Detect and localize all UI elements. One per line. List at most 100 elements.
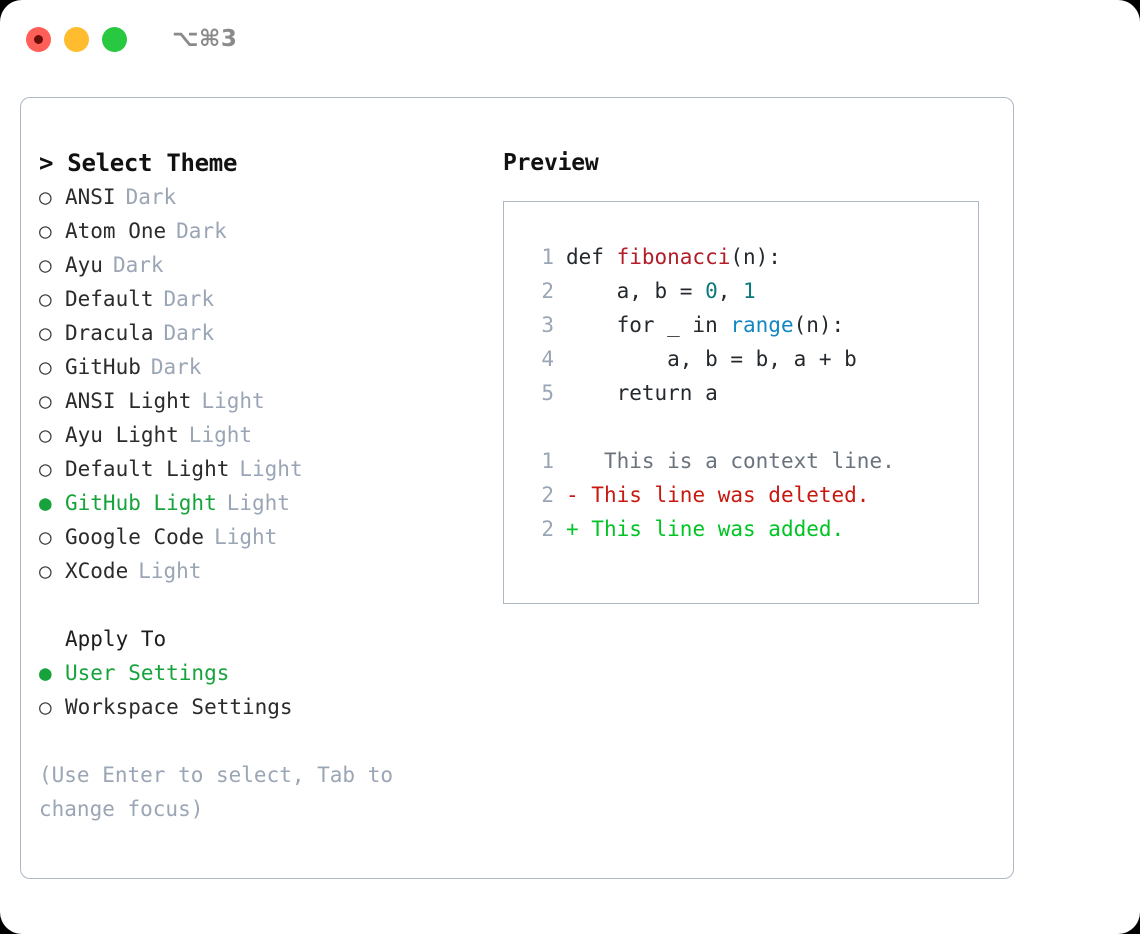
line-number: 2 xyxy=(541,279,554,303)
code-token: a, b = xyxy=(566,279,706,303)
item-variant-tag: Dark xyxy=(163,321,215,345)
line-number: 5 xyxy=(541,381,554,405)
item-label: GitHub Light xyxy=(65,491,217,515)
apply-to-option[interactable]: ● User Settings xyxy=(39,656,483,690)
theme-list-item[interactable]: ○ Default Light Light xyxy=(39,452,483,486)
radio-unselected-icon[interactable]: ○ xyxy=(39,695,52,719)
apply-to-option[interactable]: ○ Workspace Settings xyxy=(39,690,483,724)
item-variant-tag: Light xyxy=(188,423,253,447)
code-token: 0 xyxy=(705,279,718,303)
diff-text: This line was deleted. xyxy=(578,483,870,507)
code-text: a, b = 0, 1 xyxy=(566,274,756,308)
window-controls xyxy=(26,26,127,52)
item-label: Google Code xyxy=(65,525,205,549)
section-spacer xyxy=(39,588,483,622)
maximize-button[interactable] xyxy=(102,26,127,52)
title-bar: ⌥⌘3 xyxy=(0,0,1140,78)
code-token: 1 xyxy=(743,279,756,303)
minimize-button[interactable] xyxy=(64,26,89,52)
code-token: (n): xyxy=(730,245,781,269)
theme-list-item[interactable]: ○ Dracula Dark xyxy=(39,316,483,350)
item-variant-tag: Dark xyxy=(125,185,177,209)
radio-selected-icon[interactable]: ● xyxy=(39,661,52,685)
radio-unselected-icon[interactable]: ○ xyxy=(39,525,52,549)
item-label: ANSI Light xyxy=(65,389,192,413)
item-variant-tag: Dark xyxy=(176,219,227,243)
radio-unselected-icon[interactable]: ○ xyxy=(39,457,52,481)
radio-unselected-icon[interactable]: ○ xyxy=(39,219,52,243)
preview-heading: Preview xyxy=(503,150,599,176)
radio-unselected-icon[interactable]: ○ xyxy=(39,287,52,311)
code-diff-spacer xyxy=(524,410,978,444)
theme-list-item[interactable]: ○ Google Code Light xyxy=(39,520,483,554)
code-line: 5 return a xyxy=(524,376,978,410)
code-token: for _ in xyxy=(566,313,731,337)
code-token: , xyxy=(717,279,744,303)
code-token: def xyxy=(566,245,617,269)
theme-list-item[interactable]: ● GitHub Light Light xyxy=(39,486,483,520)
diff-marker: + xyxy=(566,517,579,541)
radio-unselected-icon[interactable]: ○ xyxy=(39,185,52,209)
item-label: Dracula xyxy=(65,321,154,345)
diff-text: This line was added. xyxy=(578,517,845,541)
item-label: User Settings xyxy=(65,661,230,685)
radio-unselected-icon[interactable]: ○ xyxy=(39,389,52,413)
select-theme-heading: > Select Theme xyxy=(39,149,238,177)
diff-line: 2- This line was deleted. xyxy=(524,478,978,512)
item-variant-tag: Light xyxy=(214,525,278,549)
radio-unselected-icon[interactable]: ○ xyxy=(39,423,52,447)
diff-text: This is a context line. xyxy=(578,449,895,473)
radio-selected-icon[interactable]: ● xyxy=(39,491,52,515)
radio-unselected-icon[interactable]: ○ xyxy=(39,559,52,583)
radio-unselected-icon[interactable]: ○ xyxy=(39,253,52,277)
apply-to-heading: Apply To xyxy=(65,627,167,651)
code-text: a, b = b, a + b xyxy=(566,342,857,376)
keyboard-hint-text: (Use Enter to select, Tab to change focu… xyxy=(39,763,394,821)
line-number: 2 xyxy=(541,517,554,541)
item-label: Ayu Light xyxy=(65,423,179,447)
theme-list-item[interactable]: ○ Atom One Dark xyxy=(39,214,483,248)
radio-unselected-icon[interactable]: ○ xyxy=(39,321,52,345)
item-variant-tag: Light xyxy=(138,559,202,583)
apply-to-list[interactable]: ● User Settings ○ Workspace Settings xyxy=(39,656,483,724)
code-line: 2 a, b = 0, 1 xyxy=(524,274,978,308)
keyboard-shortcut-label: ⌥⌘3 xyxy=(172,26,238,52)
item-variant-tag: Light xyxy=(239,457,303,481)
line-number: 1 xyxy=(541,245,554,269)
line-number: 3 xyxy=(541,313,554,337)
line-number: 4 xyxy=(541,347,554,371)
diff-marker: - xyxy=(566,483,579,507)
radio-unselected-icon[interactable]: ○ xyxy=(39,355,52,379)
code-token: a, b = b, a + b xyxy=(566,347,857,371)
code-token: return a xyxy=(566,381,718,405)
close-button[interactable] xyxy=(26,26,51,52)
line-number: 2 xyxy=(541,483,554,507)
item-label: Default Light xyxy=(65,457,230,481)
code-line: 4 a, b = b, a + b xyxy=(524,342,978,376)
item-variant-tag: Light xyxy=(226,491,290,515)
code-token: range xyxy=(730,313,794,337)
item-variant-tag: Dark xyxy=(112,253,164,277)
diff-line: 2 + This line was added. xyxy=(524,512,978,546)
theme-list-item[interactable]: ○ ANSI Light Light xyxy=(39,384,483,418)
line-number: 1 xyxy=(541,449,554,473)
diff-sample: 1 This is a context line. 2- This line wa… xyxy=(524,444,978,546)
theme-list-item[interactable]: ○ Ayu Light Light xyxy=(39,418,483,452)
item-variant-tag: Dark xyxy=(163,287,215,311)
item-label: Atom One xyxy=(65,219,167,243)
item-variant-tag: Light xyxy=(201,389,265,413)
item-label: Workspace Settings xyxy=(65,695,293,719)
